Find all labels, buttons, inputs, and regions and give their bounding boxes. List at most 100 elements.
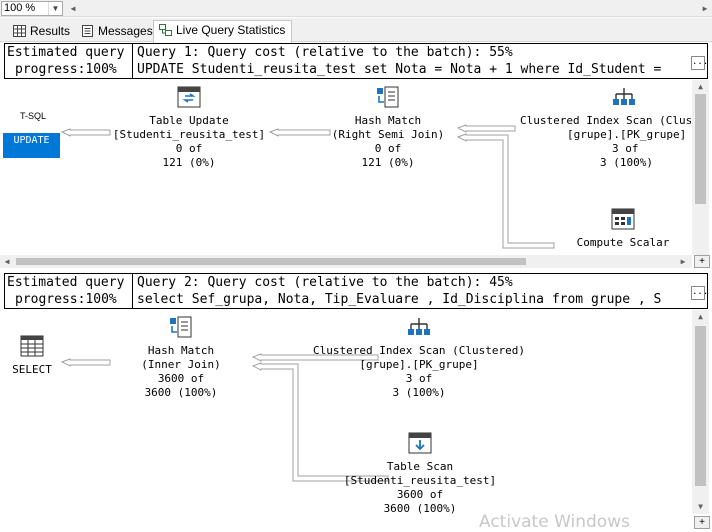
query1-vertical-scrollbar[interactable]: ▲	[692, 80, 709, 255]
arrow-hash-to-table-update	[268, 128, 331, 137]
select-grid-icon	[20, 335, 44, 357]
query1-sql: UPDATE Studenti_reusita_test set Nota = …	[137, 62, 662, 77]
node-rows: 3 of	[405, 372, 433, 385]
scroll-down-icon[interactable]: ▼	[698, 502, 703, 511]
query2-expand-button[interactable]: +	[694, 516, 710, 529]
query1-progress-title: Estimated query	[7, 45, 125, 60]
table-update-icon	[177, 86, 201, 108]
query2-progress-title: Estimated query	[7, 275, 125, 290]
live-stats-icon	[159, 24, 172, 36]
compute-scalar-icon	[611, 208, 635, 230]
node-rows: 3600 of	[157, 372, 205, 385]
query1-progress: Estimated query progress:100%	[5, 44, 133, 78]
activation-watermark: Activate Windows	[479, 512, 630, 532]
node-detail: (Right Semi Join)	[331, 128, 445, 141]
zoom-value: 100 %	[4, 2, 36, 14]
node-object: [Studenti_reusita_test]	[112, 128, 266, 141]
arrow-compute-to-hash	[456, 133, 555, 249]
query1-more-button[interactable]: ...	[691, 56, 708, 70]
node-object: [Studenti_reusita_test]	[343, 474, 497, 487]
node-estimate: 3 (100%)	[600, 156, 653, 169]
node-estimate: 121 (0%)	[162, 156, 216, 169]
tsql-label: T-SQL	[20, 111, 47, 121]
node-rows: 3 of	[612, 142, 639, 155]
arrow-table-update-to-update	[60, 128, 111, 137]
scroll-thumb[interactable]	[695, 94, 706, 204]
tab-messages[interactable]: Messages	[76, 22, 159, 42]
query1-cost: Query 1: Query cost (relative to the bat…	[137, 45, 513, 60]
zoom-toolbar: 100 % ▼ ◀ ▶	[0, 0, 712, 17]
scroll-right-icon[interactable]: ▶	[680, 257, 686, 266]
messages-icon	[82, 25, 93, 37]
query2-progress-value: progress:100%	[15, 292, 117, 307]
query1-progress-value: progress:100%	[15, 62, 117, 77]
scroll-up-icon[interactable]: ▲	[698, 312, 703, 321]
scroll-left-icon[interactable]: ◀	[70, 4, 76, 13]
node-name: Hash Match	[147, 344, 215, 357]
node-clustered-index-scan[interactable]: Clustered Index Scan (Clus [grupe].[PK_g…	[518, 86, 692, 170]
tab-live-query-statistics[interactable]: Live Query Statistics	[153, 20, 293, 43]
tab-results-label: Results	[30, 24, 71, 38]
top-horizontal-scrollbar[interactable]: ◀ ▶	[66, 2, 712, 15]
clustered-index-scan-icon	[408, 318, 430, 335]
query2-plan-connectors	[60, 353, 389, 482]
node-select[interactable]: SELECT	[6, 335, 58, 377]
tab-results[interactable]: Results	[8, 22, 76, 42]
query1-header: Estimated query progress:100% Query 1: Q…	[4, 43, 708, 79]
node-name: Clustered Index Scan (Clustered)	[313, 344, 525, 357]
node-table-scan[interactable]: Table Scan [Studenti_reusita_test] 3600 …	[330, 432, 510, 514]
scroll-thumb[interactable]	[16, 258, 526, 265]
node-table-update[interactable]: Table Update [Studenti_reusita_test] 0 o…	[107, 86, 271, 170]
node-hash-match[interactable]: Hash Match (Right Semi Join) 0 of 121 (0…	[323, 86, 453, 170]
arrow-hash-to-select	[60, 358, 111, 367]
query2-text: Query 2: Query cost (relative to the bat…	[137, 274, 689, 308]
chevron-down-icon[interactable]: ▼	[48, 2, 62, 15]
node-object: [grupe].[PK_grupe]	[567, 128, 687, 141]
node-rows: 3600 of	[396, 488, 444, 501]
results-tab-strip: Results Messages Live Query Statistics	[0, 18, 712, 43]
node-name: Clustered Index Scan (Clus	[520, 114, 692, 127]
node-estimate: 3600 (100%)	[144, 386, 218, 399]
zoom-select[interactable]: 100 % ▼	[1, 1, 63, 16]
query2-cost: Query 2: Query cost (relative to the bat…	[137, 275, 513, 290]
query2-more-button[interactable]: ...	[691, 286, 708, 300]
hash-match-icon	[377, 86, 399, 108]
table-scan-icon	[408, 432, 432, 454]
query2-progress: Estimated query progress:100%	[5, 274, 133, 308]
tab-live-query-statistics-label: Live Query Statistics	[176, 23, 286, 37]
scroll-up-icon[interactable]: ▲	[698, 82, 703, 91]
query2-plan: SELECT Hash Match (Inner Join) 3600 of 3…	[0, 310, 692, 514]
node-compute-scalar[interactable]: Compute Scalar	[568, 208, 678, 250]
node-object: [grupe].[PK_grupe]	[359, 358, 479, 371]
node-estimate: 3600 (100%)	[383, 502, 457, 514]
grid-icon	[13, 25, 26, 37]
query1-plan-connectors	[60, 124, 555, 249]
query2-vertical-scrollbar[interactable]: ▲ ▼	[692, 310, 709, 514]
query1-plan: T-SQL UPDATE Table Update [Studenti_reus…	[0, 80, 692, 255]
update-root-node[interactable]: UPDATE	[3, 133, 60, 158]
scroll-left-icon[interactable]: ◀	[4, 257, 10, 266]
node-detail: (Inner Join)	[141, 358, 221, 371]
node-estimate: 121 (0%)	[361, 156, 415, 169]
query2-header: Estimated query progress:100% Query 2: Q…	[4, 273, 708, 309]
hash-match-icon	[170, 316, 192, 338]
query1-horizontal-scrollbar[interactable]: ◀ ▶	[0, 255, 692, 268]
select-label: SELECT	[12, 363, 52, 376]
query2-sql: select Sef_grupa, Nota, Tip_Evaluare , I…	[137, 292, 662, 307]
node-name: Hash Match	[354, 114, 422, 127]
node-name: Compute Scalar	[576, 236, 670, 249]
arrow-tablescan-to-hash	[251, 362, 389, 482]
node-hash-match[interactable]: Hash Match (Inner Join) 3600 of 3600 (10…	[120, 316, 242, 400]
node-estimate: 3 (100%)	[392, 386, 446, 399]
scroll-right-icon[interactable]: ▶	[702, 4, 708, 13]
tab-messages-label: Messages	[98, 24, 153, 38]
query1-text: Query 1: Query cost (relative to the bat…	[137, 44, 689, 78]
arrow-clustered-to-hash	[456, 124, 516, 133]
node-rows: 0 of	[374, 142, 402, 155]
node-rows: 0 of	[175, 142, 203, 155]
node-name: Table Update	[149, 114, 229, 127]
node-clustered-index-scan[interactable]: Clustered Index Scan (Clustered) [grupe]…	[304, 316, 534, 400]
query1-expand-button[interactable]: +	[694, 255, 710, 268]
arrow-clustered-to-hash	[251, 353, 379, 362]
scroll-thumb[interactable]	[695, 326, 706, 486]
